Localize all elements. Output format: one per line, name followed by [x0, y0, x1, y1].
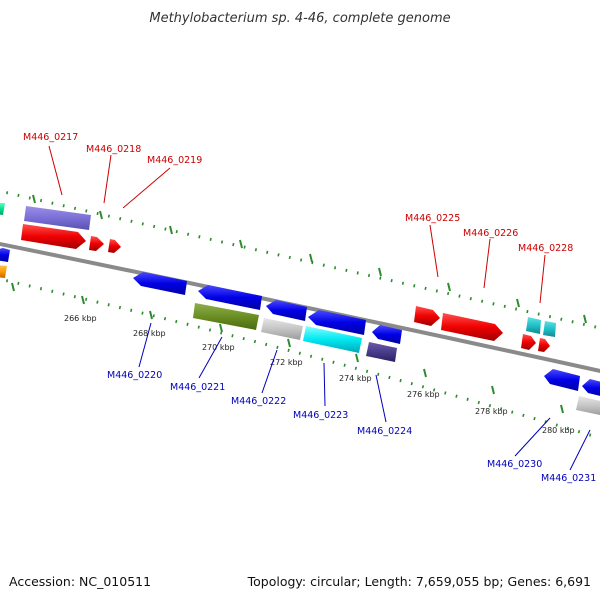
gene-label[interactable]: M446_0220 — [107, 370, 162, 381]
kbp-label: 276 kbp — [407, 390, 440, 399]
kbp-label: 266 kbp — [64, 314, 97, 323]
kbp-label: 280 kbp — [542, 426, 575, 435]
gene-arrow[interactable] — [303, 326, 362, 353]
gene-label[interactable]: M446_0231 — [541, 473, 596, 484]
gene-arrow[interactable] — [543, 321, 556, 337]
gene-label[interactable]: M446_0222 — [231, 396, 286, 407]
outer-tick-ring — [0, 189, 600, 330]
accession-text: Accession: NC_010511 — [9, 574, 151, 589]
reverse-gene-labels: M446_0220 M446_0221 M446_0222 M446_0223 … — [107, 370, 596, 484]
gene-arrow[interactable] — [261, 318, 303, 340]
gene-arrow[interactable] — [193, 303, 259, 330]
gene-arrow[interactable] — [526, 317, 541, 334]
gene-label[interactable]: M446_0226 — [463, 228, 518, 239]
gene-arrow[interactable] — [366, 342, 397, 362]
gene-arrow[interactable] — [582, 379, 600, 397]
reverse-strand-genes — [0, 248, 600, 416]
kbp-label: 278 kbp — [475, 407, 508, 416]
kbp-labels: 266 kbp 268 kbp 270 kbp 272 kbp 274 kbp … — [64, 314, 575, 435]
gene-label[interactable]: M446_0230 — [487, 459, 542, 470]
gene-label[interactable]: M446_0219 — [147, 155, 202, 166]
gene-arrow[interactable] — [521, 334, 536, 350]
gene-arrow[interactable] — [0, 248, 10, 262]
gene-arrow[interactable] — [308, 310, 366, 335]
gene-label[interactable]: M446_0221 — [170, 382, 225, 393]
kbp-label: 274 kbp — [339, 374, 372, 383]
gene-arrow[interactable] — [544, 369, 580, 391]
kbp-label: 270 kbp — [202, 343, 235, 352]
gene-arrow[interactable] — [198, 285, 262, 310]
forward-gene-labels: M446_0217 M446_0218 M446_0219 M446_0225 … — [23, 132, 573, 254]
forward-strand-genes — [0, 203, 556, 352]
gene-arrow[interactable] — [0, 203, 5, 215]
gene-arrow[interactable] — [133, 272, 187, 295]
kbp-label: 268 kbp — [133, 329, 166, 338]
gene-label[interactable]: M446_0225 — [405, 213, 460, 224]
map-title: Methylobacterium sp. 4-46, complete geno… — [149, 11, 450, 26]
gene-label[interactable]: M446_0223 — [293, 410, 348, 421]
gene-arrow[interactable] — [414, 306, 440, 326]
gene-label[interactable]: M446_0217 — [23, 132, 78, 143]
gene-arrow[interactable] — [576, 396, 600, 416]
gene-label[interactable]: M446_0218 — [86, 144, 141, 155]
gene-arrow[interactable] — [21, 224, 86, 249]
gene-label[interactable]: M446_0228 — [518, 243, 573, 254]
gene-arrow[interactable] — [0, 265, 7, 278]
gene-arrow[interactable] — [372, 325, 402, 344]
gene-arrow[interactable] — [89, 236, 104, 251]
gene-arrow[interactable] — [266, 300, 307, 321]
kbp-label: 272 kbp — [270, 358, 303, 367]
gene-arrow[interactable] — [538, 338, 550, 352]
inner-tick-ring — [0, 277, 600, 440]
gene-arrow[interactable] — [24, 206, 91, 230]
forward-gene-callouts — [48, 145, 546, 304]
reverse-gene-callouts — [138, 322, 591, 471]
topology-text: Topology: circular; Length: 7,659,055 bp… — [247, 574, 591, 589]
gene-label[interactable]: M446_0224 — [357, 426, 412, 437]
gene-arrow[interactable] — [441, 313, 503, 341]
gene-arrow[interactable] — [108, 239, 121, 253]
